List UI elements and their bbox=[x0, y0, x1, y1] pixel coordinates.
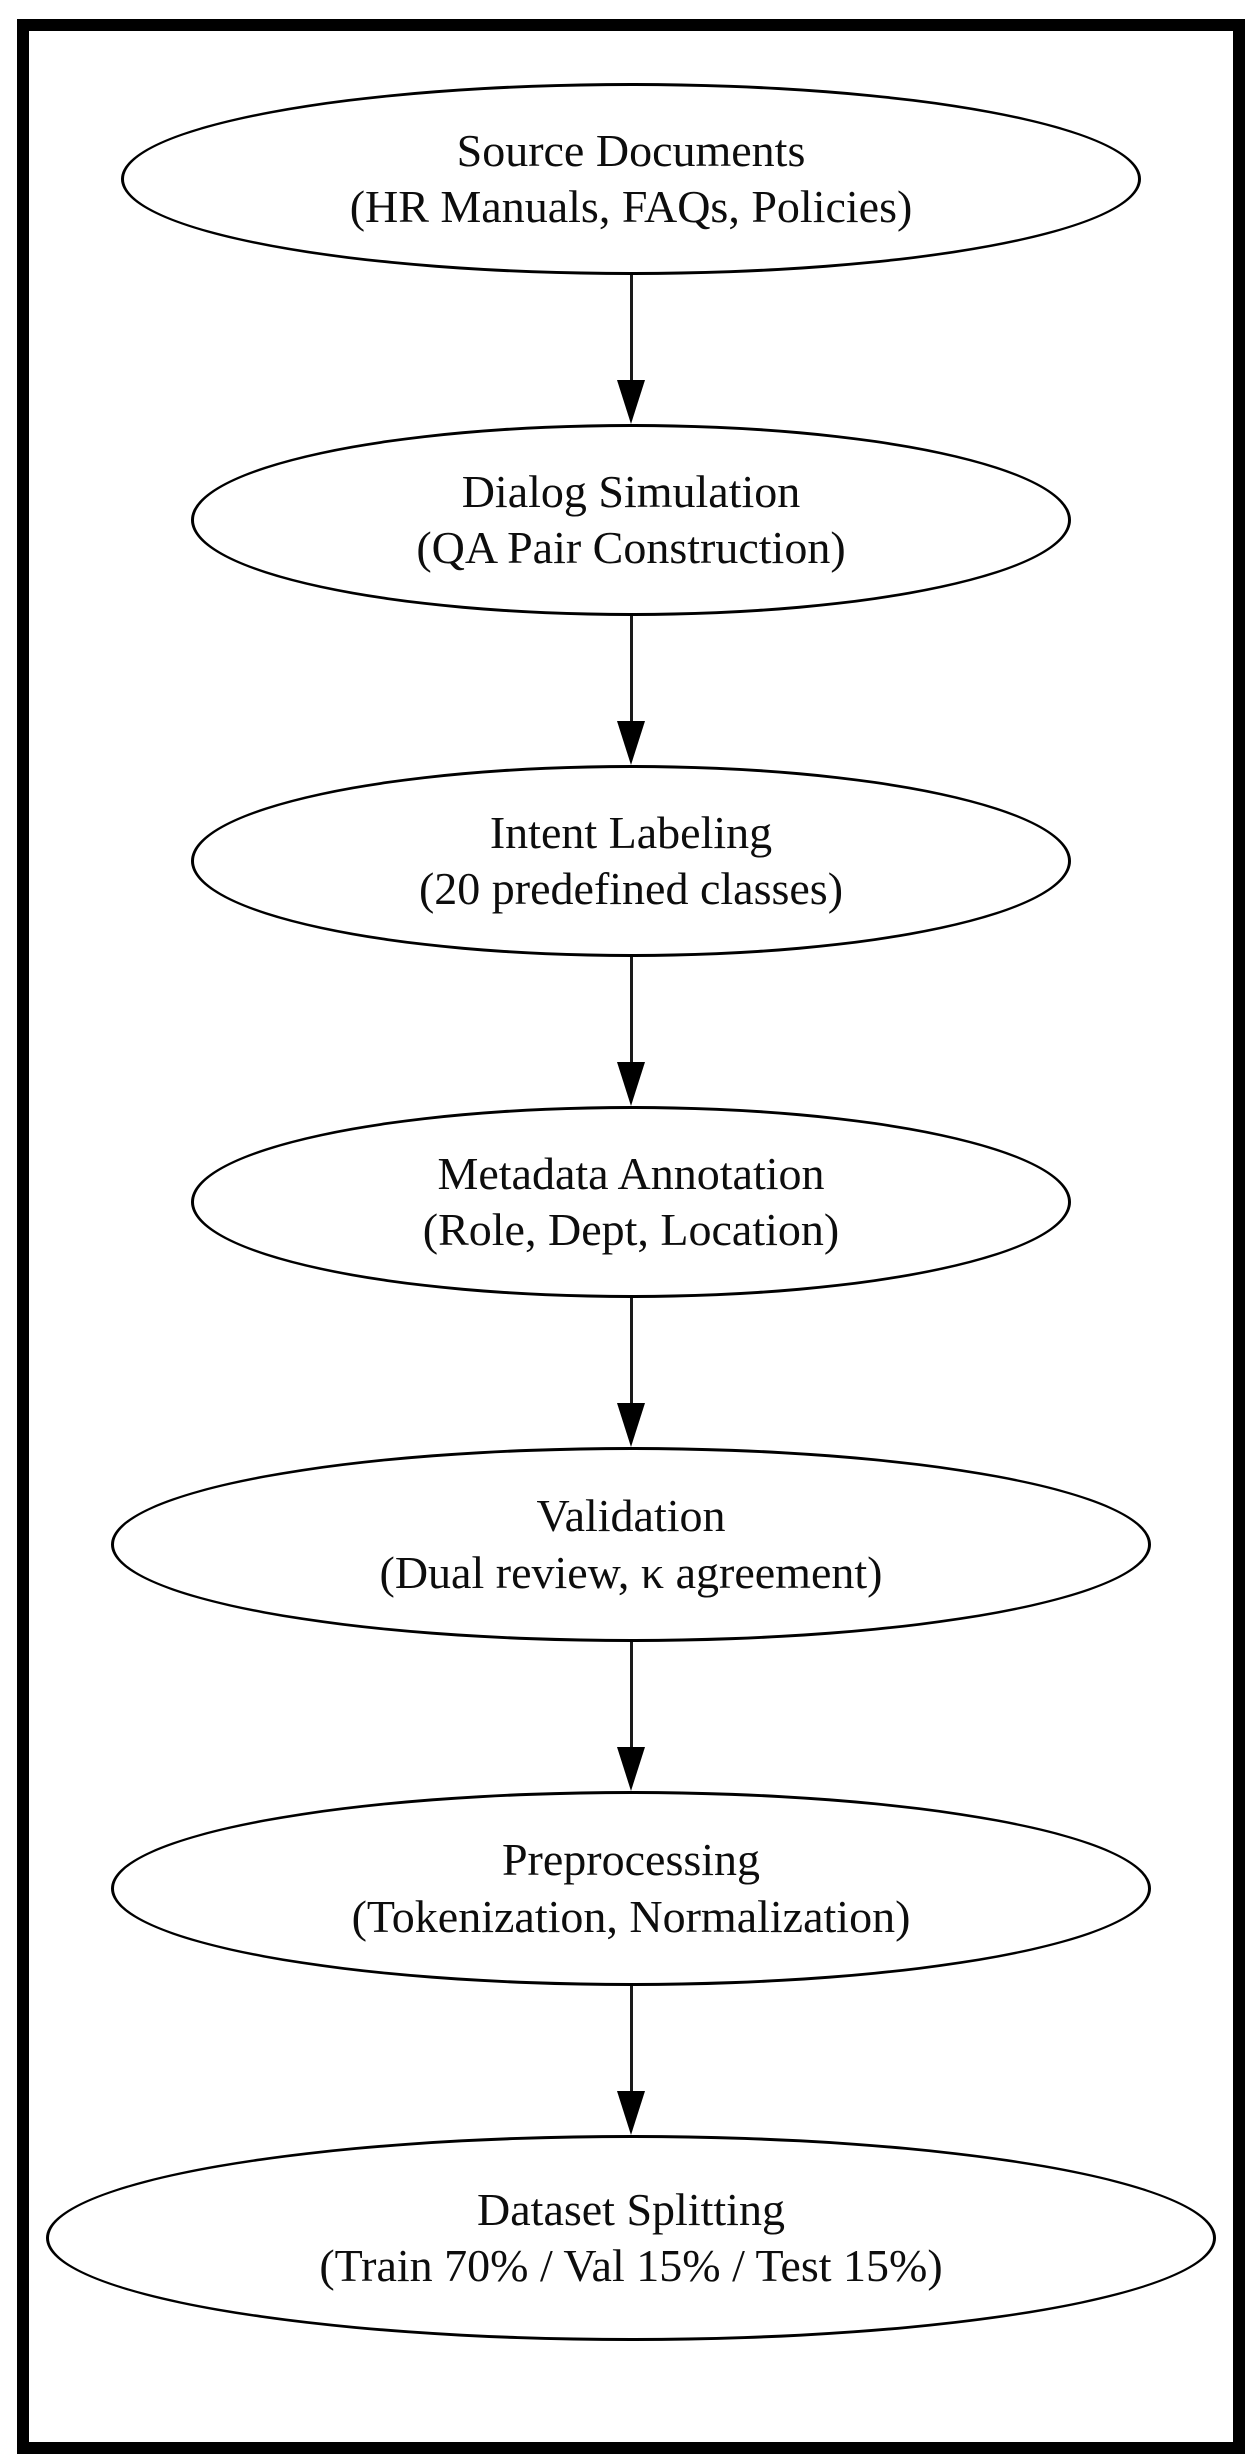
flow-arrow bbox=[617, 1298, 645, 1447]
arrow-down-head bbox=[617, 2091, 645, 2135]
flow-node-dataset-splitting: Dataset Splitting (Train 70% / Val 15% /… bbox=[46, 2135, 1216, 2341]
arrow-down-head bbox=[617, 1747, 645, 1791]
arrow-down-head bbox=[617, 721, 645, 765]
node-title: Validation bbox=[536, 1490, 726, 1542]
flow-arrow bbox=[617, 616, 645, 765]
arrow-line bbox=[629, 275, 633, 380]
arrow-down-head bbox=[617, 1062, 645, 1106]
flow-node-validation: Validation (Dual review, κ agreement) bbox=[111, 1447, 1151, 1642]
arrow-down-head bbox=[617, 380, 645, 424]
flow-arrow bbox=[617, 1986, 645, 2135]
node-subtitle: (20 predefined classes) bbox=[418, 863, 844, 914]
node-subtitle: (Dual review, κ agreement) bbox=[379, 1546, 883, 1598]
node-title: Dialog Simulation bbox=[461, 465, 801, 517]
node-title: Source Documents bbox=[456, 124, 806, 176]
node-subtitle: (QA Pair Construction) bbox=[416, 522, 846, 573]
node-subtitle: (Train 70% / Val 15% / Test 15%) bbox=[319, 2240, 943, 2291]
arrow-line bbox=[629, 1986, 633, 2091]
node-subtitle: (Role, Dept, Location) bbox=[422, 1204, 840, 1255]
flow-node-dialog-simulation: Dialog Simulation (QA Pair Construction) bbox=[191, 424, 1071, 616]
arrow-line bbox=[629, 1298, 633, 1403]
node-subtitle: (Tokenization, Normalization) bbox=[351, 1890, 911, 1942]
node-title: Preprocessing bbox=[501, 1834, 761, 1886]
node-subtitle: (HR Manuals, FAQs, Policies) bbox=[349, 181, 913, 232]
node-title: Intent Labeling bbox=[489, 806, 773, 858]
node-title: Metadata Annotation bbox=[437, 1147, 825, 1199]
flow-node-metadata-annotation: Metadata Annotation (Role, Dept, Locatio… bbox=[191, 1106, 1071, 1298]
arrow-line bbox=[629, 957, 633, 1062]
flow-arrow bbox=[617, 275, 645, 424]
flow-node-source-documents: Source Documents (HR Manuals, FAQs, Poli… bbox=[121, 83, 1141, 275]
flow-node-preprocessing: Preprocessing (Tokenization, Normalizati… bbox=[111, 1791, 1151, 1986]
arrow-down-head bbox=[617, 1403, 645, 1447]
node-title: Dataset Splitting bbox=[477, 2183, 785, 2235]
flow-node-intent-labeling: Intent Labeling (20 predefined classes) bbox=[191, 765, 1071, 957]
flow-arrow bbox=[617, 957, 645, 1106]
diagram-frame: Source Documents (HR Manuals, FAQs, Poli… bbox=[17, 19, 1245, 2454]
arrow-line bbox=[629, 1642, 633, 1747]
arrow-line bbox=[629, 616, 633, 721]
flow-arrow bbox=[617, 1642, 645, 1791]
